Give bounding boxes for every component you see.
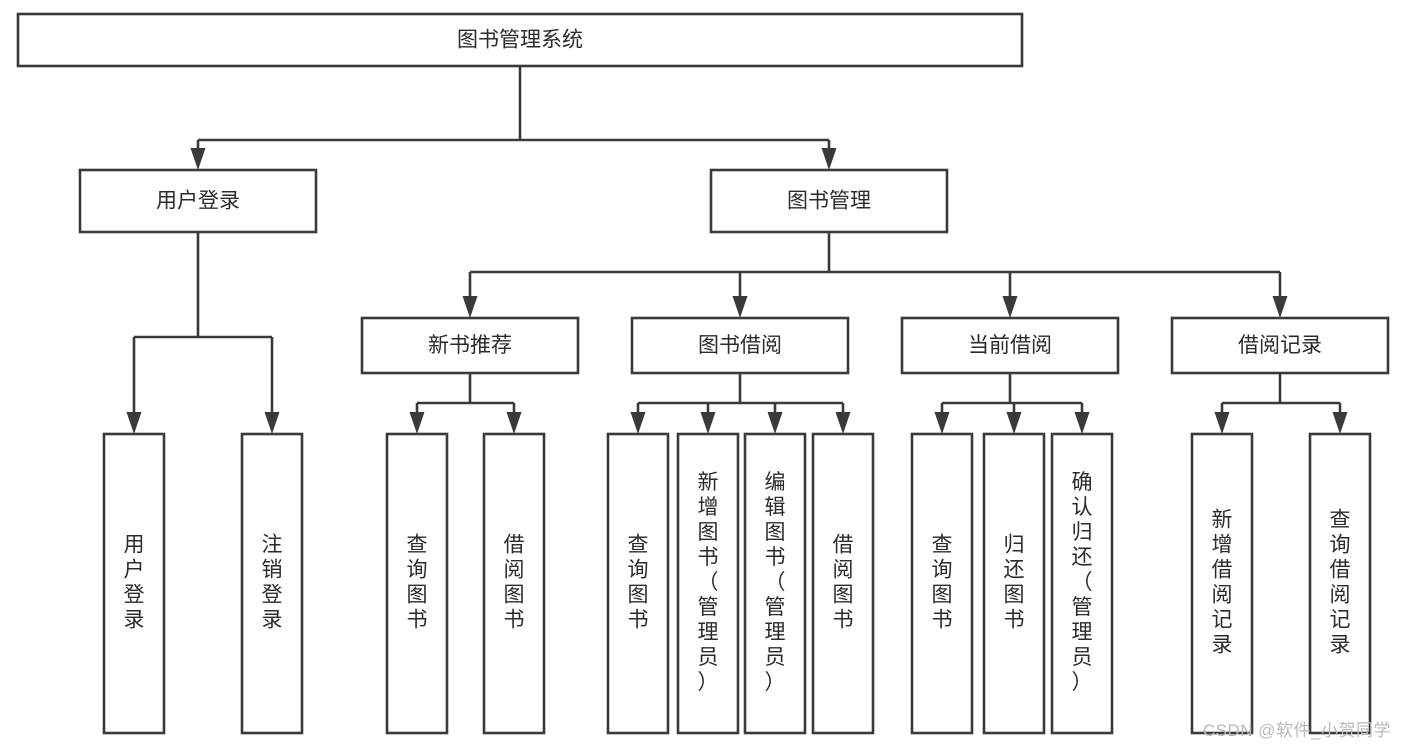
node-box xyxy=(1308,432,1372,735)
node-box xyxy=(630,316,850,375)
node-box xyxy=(709,168,949,234)
node-用户登录[interactable]: 用户登录 xyxy=(102,432,166,735)
node-box xyxy=(676,432,740,735)
node-图书管理[interactable]: 图书管理 xyxy=(709,168,949,234)
node-当前借阅[interactable]: 当前借阅 xyxy=(900,316,1120,375)
node-查询借阅记录[interactable]: 查询借阅记录 xyxy=(1308,432,1372,735)
node-借阅记录[interactable]: 借阅记录 xyxy=(1170,316,1390,375)
node-label: 借阅图书 xyxy=(504,534,525,632)
node-label: 查询图书 xyxy=(932,534,953,632)
node-新增借阅记录[interactable]: 新增借阅记录 xyxy=(1190,432,1254,735)
arrow-head-icon xyxy=(126,412,142,434)
node-box xyxy=(482,432,546,735)
node-借阅图书[interactable]: 借阅图书 xyxy=(811,432,875,735)
node-box xyxy=(743,432,807,735)
node-box xyxy=(240,432,304,735)
node-label: 查询图书 xyxy=(407,534,428,632)
node-box xyxy=(606,432,670,735)
arrow-head-icon xyxy=(1214,412,1230,434)
node-label: 用户登录 xyxy=(124,534,145,632)
node-box xyxy=(385,432,449,735)
node-label: 图书管理系统 xyxy=(457,29,583,52)
node-label: 借阅记录 xyxy=(1238,334,1322,357)
node-box xyxy=(982,432,1046,735)
node-查询图书[interactable]: 查询图书 xyxy=(910,432,974,735)
arrow-head-icon xyxy=(506,412,522,434)
node-box xyxy=(1190,432,1254,735)
arrow-head-icon xyxy=(462,296,478,318)
arrow-head-icon xyxy=(700,412,716,434)
node-box xyxy=(16,12,1024,68)
node-用户登录[interactable]: 用户登录 xyxy=(78,168,318,234)
node-label: 图书借阅 xyxy=(698,334,782,357)
arrow-head-icon xyxy=(190,148,206,170)
node-注销登录[interactable]: 注销登录 xyxy=(240,432,304,735)
arrow-head-icon xyxy=(835,412,851,434)
node-label: 编辑图书（管理员） xyxy=(765,471,786,694)
node-box xyxy=(811,432,875,735)
node-借阅图书[interactable]: 借阅图书 xyxy=(482,432,546,735)
node-box xyxy=(910,432,974,735)
node-确认归还管理员[interactable]: 确认归还（管理员） xyxy=(1050,432,1114,735)
node-查询图书[interactable]: 查询图书 xyxy=(606,432,670,735)
node-label: 用户登录 xyxy=(156,190,240,213)
node-查询图书[interactable]: 查询图书 xyxy=(385,432,449,735)
node-box xyxy=(102,432,166,735)
node-图书管理系统[interactable]: 图书管理系统 xyxy=(16,12,1024,68)
csdn-watermark: CSDN @软件_小贺同学 xyxy=(1202,721,1391,740)
arrow-head-icon xyxy=(1332,412,1348,434)
arrow-head-icon xyxy=(1272,296,1288,318)
node-新增图书管理员[interactable]: 新增图书（管理员） xyxy=(676,432,740,735)
node-label: 查询借阅记录 xyxy=(1330,509,1351,657)
node-图书借阅[interactable]: 图书借阅 xyxy=(630,316,850,375)
arrow-head-icon xyxy=(767,412,783,434)
node-box xyxy=(360,316,580,375)
node-label: 新增图书（管理员） xyxy=(698,471,719,694)
arrow-head-icon xyxy=(934,412,950,434)
node-box xyxy=(900,316,1120,375)
node-新书推荐[interactable]: 新书推荐 xyxy=(360,316,580,375)
arrow-head-icon xyxy=(1074,412,1090,434)
arrow-head-icon xyxy=(821,148,837,170)
node-box xyxy=(1170,316,1390,375)
node-label: 借阅图书 xyxy=(833,534,854,632)
node-label: 新书推荐 xyxy=(428,334,512,357)
arrow-head-icon xyxy=(1002,296,1018,318)
node-label: 新增借阅记录 xyxy=(1212,509,1233,657)
node-编辑图书管理员[interactable]: 编辑图书（管理员） xyxy=(743,432,807,735)
arrow-head-icon xyxy=(409,412,425,434)
node-box xyxy=(78,168,318,234)
arrow-head-icon xyxy=(264,412,280,434)
arrow-head-icon xyxy=(630,412,646,434)
connector-layer xyxy=(126,66,1348,434)
node-label: 注销登录 xyxy=(262,534,283,632)
node-layer: 图书管理系统用户登录图书管理用户登录注销登录新书推荐查询图书借阅图书图书借阅查询… xyxy=(16,12,1390,735)
node-box xyxy=(1050,432,1114,735)
node-归还图书[interactable]: 归还图书 xyxy=(982,432,1046,735)
arrow-head-icon xyxy=(732,296,748,318)
node-label: 确认归还（管理员） xyxy=(1072,471,1093,694)
node-label: 查询图书 xyxy=(628,534,649,632)
arrow-head-icon xyxy=(1006,412,1022,434)
node-label: 归还图书 xyxy=(1004,534,1025,632)
node-label: 图书管理 xyxy=(787,190,871,213)
node-label: 当前借阅 xyxy=(968,334,1052,357)
